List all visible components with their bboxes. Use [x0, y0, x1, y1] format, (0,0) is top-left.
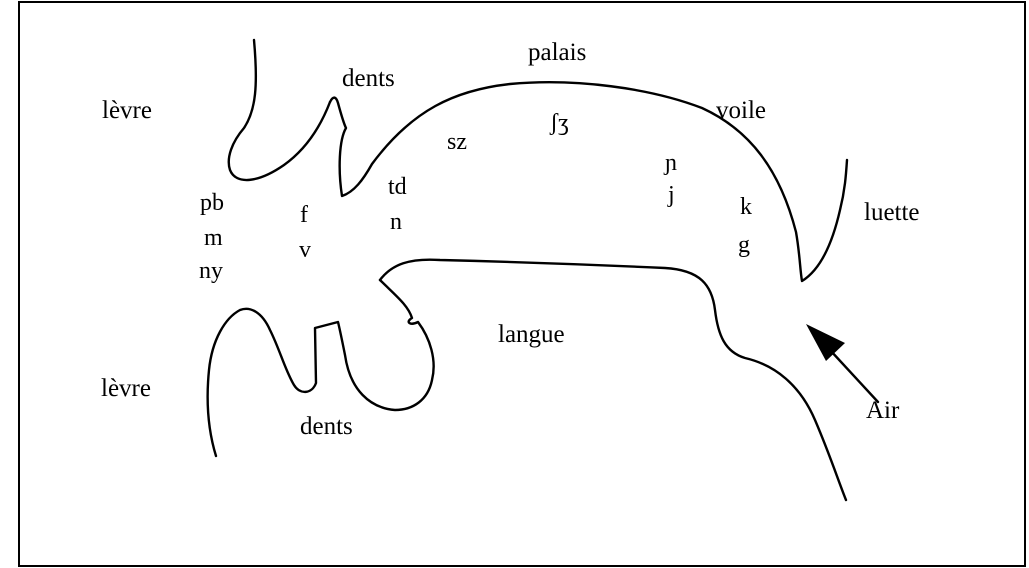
phoneme-f: f [300, 202, 308, 228]
phoneme-sz: sz [447, 129, 467, 155]
palate-contour [328, 81, 849, 283]
phoneme-td: td [388, 174, 407, 200]
label-langue: langue [498, 321, 565, 348]
air-arrow-head [806, 324, 845, 361]
air-arrow-shaft [828, 348, 880, 404]
phoneme-pb: pb [200, 190, 224, 216]
phoneme-k: k [740, 194, 752, 220]
label-palais: palais [528, 39, 586, 66]
upper-lip-contour [227, 38, 332, 182]
phoneme-ny: ny [199, 258, 223, 284]
figure-border [18, 1, 1026, 567]
label-levre-bottom: lèvre [101, 375, 151, 402]
phoneme-j: j [667, 182, 675, 208]
phoneme-m: m [204, 225, 223, 251]
label-levre-top: lèvre [102, 97, 152, 124]
phoneme-sh-zh: ʃʒ [549, 110, 569, 136]
phoneme-g: g [738, 232, 750, 258]
phoneme-v: v [299, 237, 311, 263]
lower-jaw-contour [206, 278, 435, 458]
tongue-contour [378, 258, 848, 502]
label-voile: voile [716, 97, 766, 124]
label-luette: luette [864, 199, 920, 226]
phoneme-palatal-nasal: ɲ [663, 150, 677, 176]
label-dents-bottom: dents [300, 413, 353, 440]
phoneme-n: n [390, 209, 402, 235]
label-dents-top: dents [342, 65, 395, 92]
label-air: Air [866, 397, 900, 424]
